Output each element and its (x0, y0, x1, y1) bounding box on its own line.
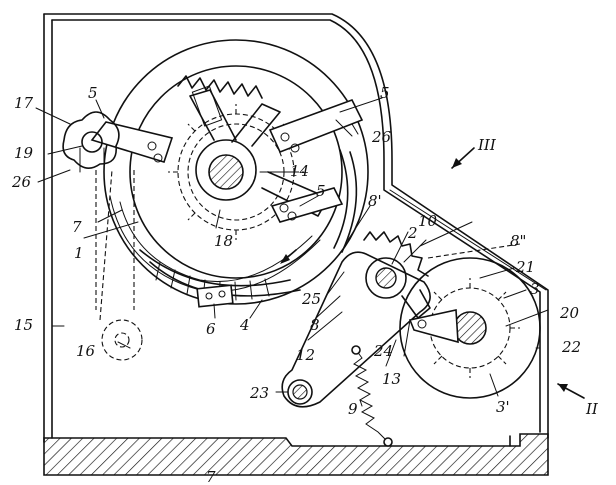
label-9: 9 (348, 400, 358, 418)
label-5c: 5 (316, 182, 326, 200)
label-8: 8 (310, 316, 320, 334)
label-7b: 7 (206, 468, 216, 485)
left-sprocket (62, 111, 120, 173)
reference-labels: 17 5 19 26 7 1 18 14 5 26 5 8' 10 2 8" 2… (11, 84, 599, 485)
label-20: 20 (559, 304, 580, 322)
label-17: 17 (14, 94, 34, 112)
lever-dashed (95, 169, 143, 361)
label-7a: 7 (72, 218, 82, 236)
bracket-middle-right (270, 187, 344, 223)
label-6: 6 (206, 320, 216, 338)
label-2: 2 (407, 224, 418, 242)
lower-segment (139, 249, 301, 308)
label-23: 23 (249, 384, 269, 402)
bracket-top-right (268, 99, 364, 154)
label-3: 3 (530, 280, 540, 298)
label-25: 25 (301, 290, 321, 308)
label-5a: 5 (88, 84, 98, 102)
right-wheel (399, 257, 541, 399)
view-arrow-II (557, 383, 585, 399)
label-3p: 3' (496, 398, 510, 416)
label-8p: 8' (368, 192, 382, 210)
label-1: 1 (74, 244, 84, 262)
label-19: 19 (14, 144, 34, 162)
label-24: 24 (373, 342, 393, 360)
spring (351, 345, 393, 447)
label-18: 18 (214, 232, 233, 250)
leader-lines (35, 97, 549, 407)
base-plate (43, 433, 549, 476)
view-arrow-III (451, 147, 475, 169)
housing (43, 13, 549, 443)
label-22: 22 (561, 338, 581, 356)
label-21: 21 (515, 258, 535, 276)
label-view-III: III (477, 136, 497, 154)
label-14: 14 (290, 162, 309, 180)
guide-arcs (333, 149, 358, 253)
label-15: 15 (14, 316, 33, 334)
label-13: 13 (382, 370, 401, 388)
label-26a: 26 (11, 173, 32, 191)
label-4: 4 (239, 316, 250, 334)
label-5b: 5 (380, 84, 390, 102)
dashed-link (427, 243, 521, 259)
label-26b: 26 (371, 128, 392, 146)
central-hub (195, 139, 257, 201)
pivot-gear (363, 231, 431, 319)
label-8pp: 8" (510, 232, 526, 250)
bracket-left (90, 121, 174, 163)
label-16: 16 (76, 342, 96, 360)
label-12: 12 (296, 346, 315, 364)
swing-lever (281, 251, 431, 408)
label-10: 10 (418, 212, 438, 230)
label-view-II: II (585, 400, 599, 418)
rotation-arrow (280, 249, 297, 264)
